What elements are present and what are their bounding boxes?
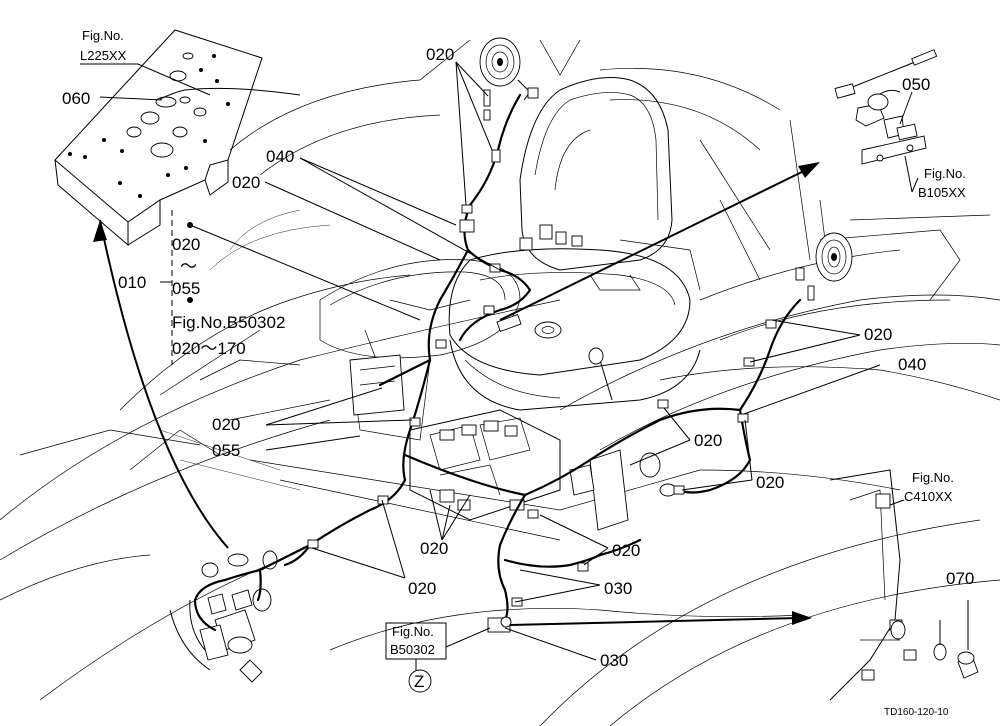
callout-tilde: ～ bbox=[180, 257, 197, 276]
fig-ref-group-line1: Fig.No.B50302 bbox=[172, 313, 285, 332]
horn-right bbox=[815, 232, 853, 282]
tractor-body-outlines bbox=[0, 39, 1000, 726]
callout-020-upper-left: 020 bbox=[232, 173, 260, 192]
callout-020-far-right: 020 bbox=[756, 473, 784, 492]
wire-clamps bbox=[307, 87, 815, 633]
floor-plate bbox=[54, 29, 301, 247]
fig-ref-boxes: Z bbox=[385, 622, 447, 693]
callout-020-center-low2: 020 bbox=[612, 541, 640, 560]
callout-055-range-end: 055 bbox=[172, 279, 200, 298]
callout-040-top: 040 bbox=[266, 147, 294, 166]
switch-assembly-050 bbox=[834, 49, 938, 165]
callout-030-bottom: 030 bbox=[600, 651, 628, 670]
callout-040-right: 040 bbox=[898, 355, 926, 374]
callout-020-top: 020 bbox=[426, 45, 454, 64]
view-z-marker bbox=[408, 669, 432, 693]
callout-050: 050 bbox=[902, 75, 930, 94]
callout-labels: Fig.No. L225XX 060 020 040 020 050 Fig.N… bbox=[62, 28, 974, 670]
fig-ref-b50302-line2: B50302 bbox=[390, 642, 435, 657]
callout-060: 060 bbox=[62, 89, 90, 108]
fig-ref-l225-line2: L225XX bbox=[80, 48, 127, 63]
callout-020-range-start: 020 bbox=[172, 235, 200, 254]
horn-top bbox=[479, 37, 531, 101]
view-z-label: Z bbox=[414, 672, 424, 691]
callout-020-right: 020 bbox=[864, 325, 892, 344]
fig-ref-c410-line2: C410XX bbox=[904, 489, 953, 504]
operator-seat bbox=[448, 77, 701, 411]
callout-020-bottom-left: 020 bbox=[408, 579, 436, 598]
wire-harness bbox=[193, 93, 802, 632]
fig-ref-group-line2: 020～170 bbox=[172, 339, 246, 358]
leader-lines bbox=[80, 61, 969, 661]
callout-020-center-right: 020 bbox=[694, 431, 722, 450]
callout-020-center-low: 020 bbox=[420, 539, 448, 558]
fig-ref-b105-line1: Fig.No. bbox=[924, 166, 966, 181]
direction-arrows bbox=[93, 162, 820, 626]
callout-020-left-mid: 020 bbox=[212, 415, 240, 434]
fig-ref-l225-line1: Fig.No. bbox=[82, 28, 124, 43]
callout-010: 010 bbox=[118, 273, 146, 292]
relay-panel bbox=[349, 354, 677, 531]
fig-ref-b105-line2: B105XX bbox=[918, 185, 966, 200]
fig-ref-c410-line1: Fig.No. bbox=[912, 470, 954, 485]
callout-055-left-mid: 055 bbox=[212, 441, 240, 460]
starter-connectors bbox=[169, 550, 278, 683]
callout-070: 070 bbox=[946, 569, 974, 588]
frame-bracket bbox=[829, 469, 979, 701]
fig-ref-b50302-line1: Fig.No. bbox=[392, 624, 434, 639]
callout-030-mid: 030 bbox=[604, 579, 632, 598]
drawing-code: TD160-120-10 bbox=[884, 707, 949, 718]
